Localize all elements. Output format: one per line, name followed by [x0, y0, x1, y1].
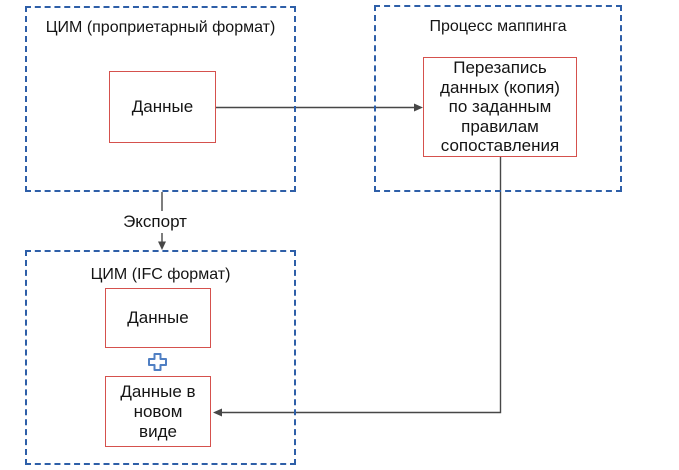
group-cim-ifc-title: ЦИМ (IFC формат): [90, 266, 231, 283]
group-cim-ifc: ЦИМ (IFC формат): [25, 250, 296, 465]
group-cim-proprietary-title: ЦИМ (проприетарный формат): [45, 19, 276, 36]
node-mapping-rule-line: Перезапись: [453, 58, 547, 78]
node-mapping-rule-line: данных (копия): [440, 77, 560, 97]
plus-icon: [147, 352, 168, 372]
node-ifc-new-data-line: Данные в: [120, 381, 196, 401]
node-ifc-new-data-line: новом: [133, 401, 183, 421]
node-mapping-rule-line: по заданным: [448, 97, 552, 117]
export-edge-label: Экспорт: [117, 211, 193, 233]
node-ifc-data-label: Данные: [127, 308, 189, 327]
node-mapping-rule-line: правилам: [461, 116, 539, 136]
group-mapping-process-title: Процесс маппинга: [429, 18, 567, 35]
node-ifc-new-data: Данные в новом виде: [105, 376, 211, 447]
node-mapping-rule-line: сопоставления: [440, 136, 560, 156]
node-mapping-rule: Перезапись данных (копия) по заданным пр…: [423, 57, 577, 157]
node-ifc-data: Данные: [105, 288, 211, 348]
group-cim-proprietary: ЦИМ (проприетарный формат): [25, 6, 296, 192]
node-source-data: Данные: [109, 71, 216, 143]
group-mapping-process: Процесс маппинга: [374, 5, 622, 192]
node-ifc-new-data-line: виде: [139, 421, 177, 441]
node-source-data-label: Данные: [131, 97, 194, 116]
